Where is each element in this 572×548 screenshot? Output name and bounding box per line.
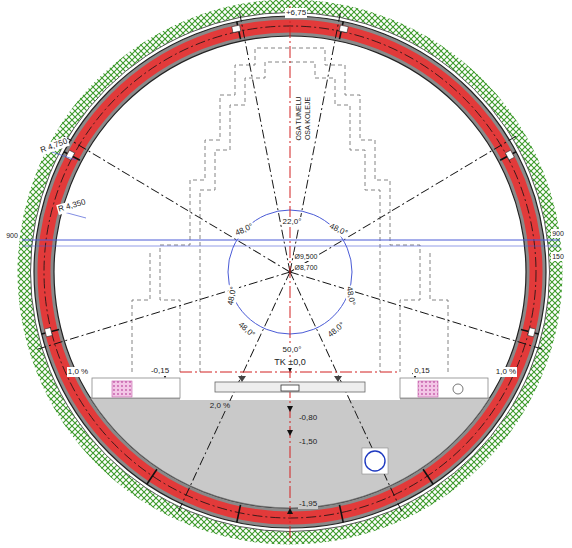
level-mark: -0,80	[298, 413, 318, 423]
level-mark: 0,15	[413, 366, 431, 376]
radius-dimension: R 4,750	[38, 136, 70, 156]
reference-line	[22, 240, 560, 241]
drain-channel	[281, 385, 299, 391]
rail-level: TK ±0,0	[273, 357, 306, 368]
level-mark: -0,15	[150, 366, 170, 376]
slope-label: 2,0 %	[209, 401, 231, 411]
slope-label: 1,0 %	[495, 367, 517, 377]
offset-dimension: 900	[551, 229, 565, 238]
level-arrows	[162, 12, 418, 514]
track-slab	[215, 382, 365, 392]
angle-label: 48,0°	[343, 285, 356, 307]
offset-dimension: 900	[5, 231, 19, 240]
radius-dimension: R 4,350	[56, 197, 88, 215]
level-mark: +6,75	[285, 8, 307, 18]
tunnel-axis	[290, 6, 291, 542]
offset-dimension: 150	[551, 252, 565, 261]
reference-line	[22, 246, 560, 247]
angle-label: 48,0°	[325, 319, 347, 340]
cable-trough	[418, 381, 438, 397]
axis-name: OSA KOLEJE	[304, 95, 313, 140]
clearance-profile	[430, 250, 448, 372]
drain-pipe	[365, 451, 385, 471]
diameter-dimension: Ø9,500	[294, 252, 319, 261]
angle-label: 50,0°	[282, 345, 303, 355]
angle-label: 48,0°	[326, 221, 349, 239]
cable-trough	[112, 381, 132, 397]
angle-label: 48,0°	[225, 285, 238, 307]
walkway	[92, 378, 180, 398]
diameter-dimension: Ø8,700	[294, 263, 319, 272]
angle-label: 22,0°	[282, 217, 303, 227]
level-mark: -1,50	[298, 437, 318, 447]
drain-box	[362, 448, 388, 474]
slope-label: 1,0 %	[67, 367, 89, 377]
pipe	[453, 384, 463, 394]
angle-label: 48,0°	[232, 221, 255, 239]
rails	[238, 376, 342, 382]
walkway	[400, 378, 488, 398]
level-mark: -1,95	[298, 499, 318, 509]
clearance-profile	[132, 250, 150, 372]
angle-label: 48,0°	[235, 319, 257, 340]
axis-name: OSA TUNELU	[294, 95, 303, 141]
